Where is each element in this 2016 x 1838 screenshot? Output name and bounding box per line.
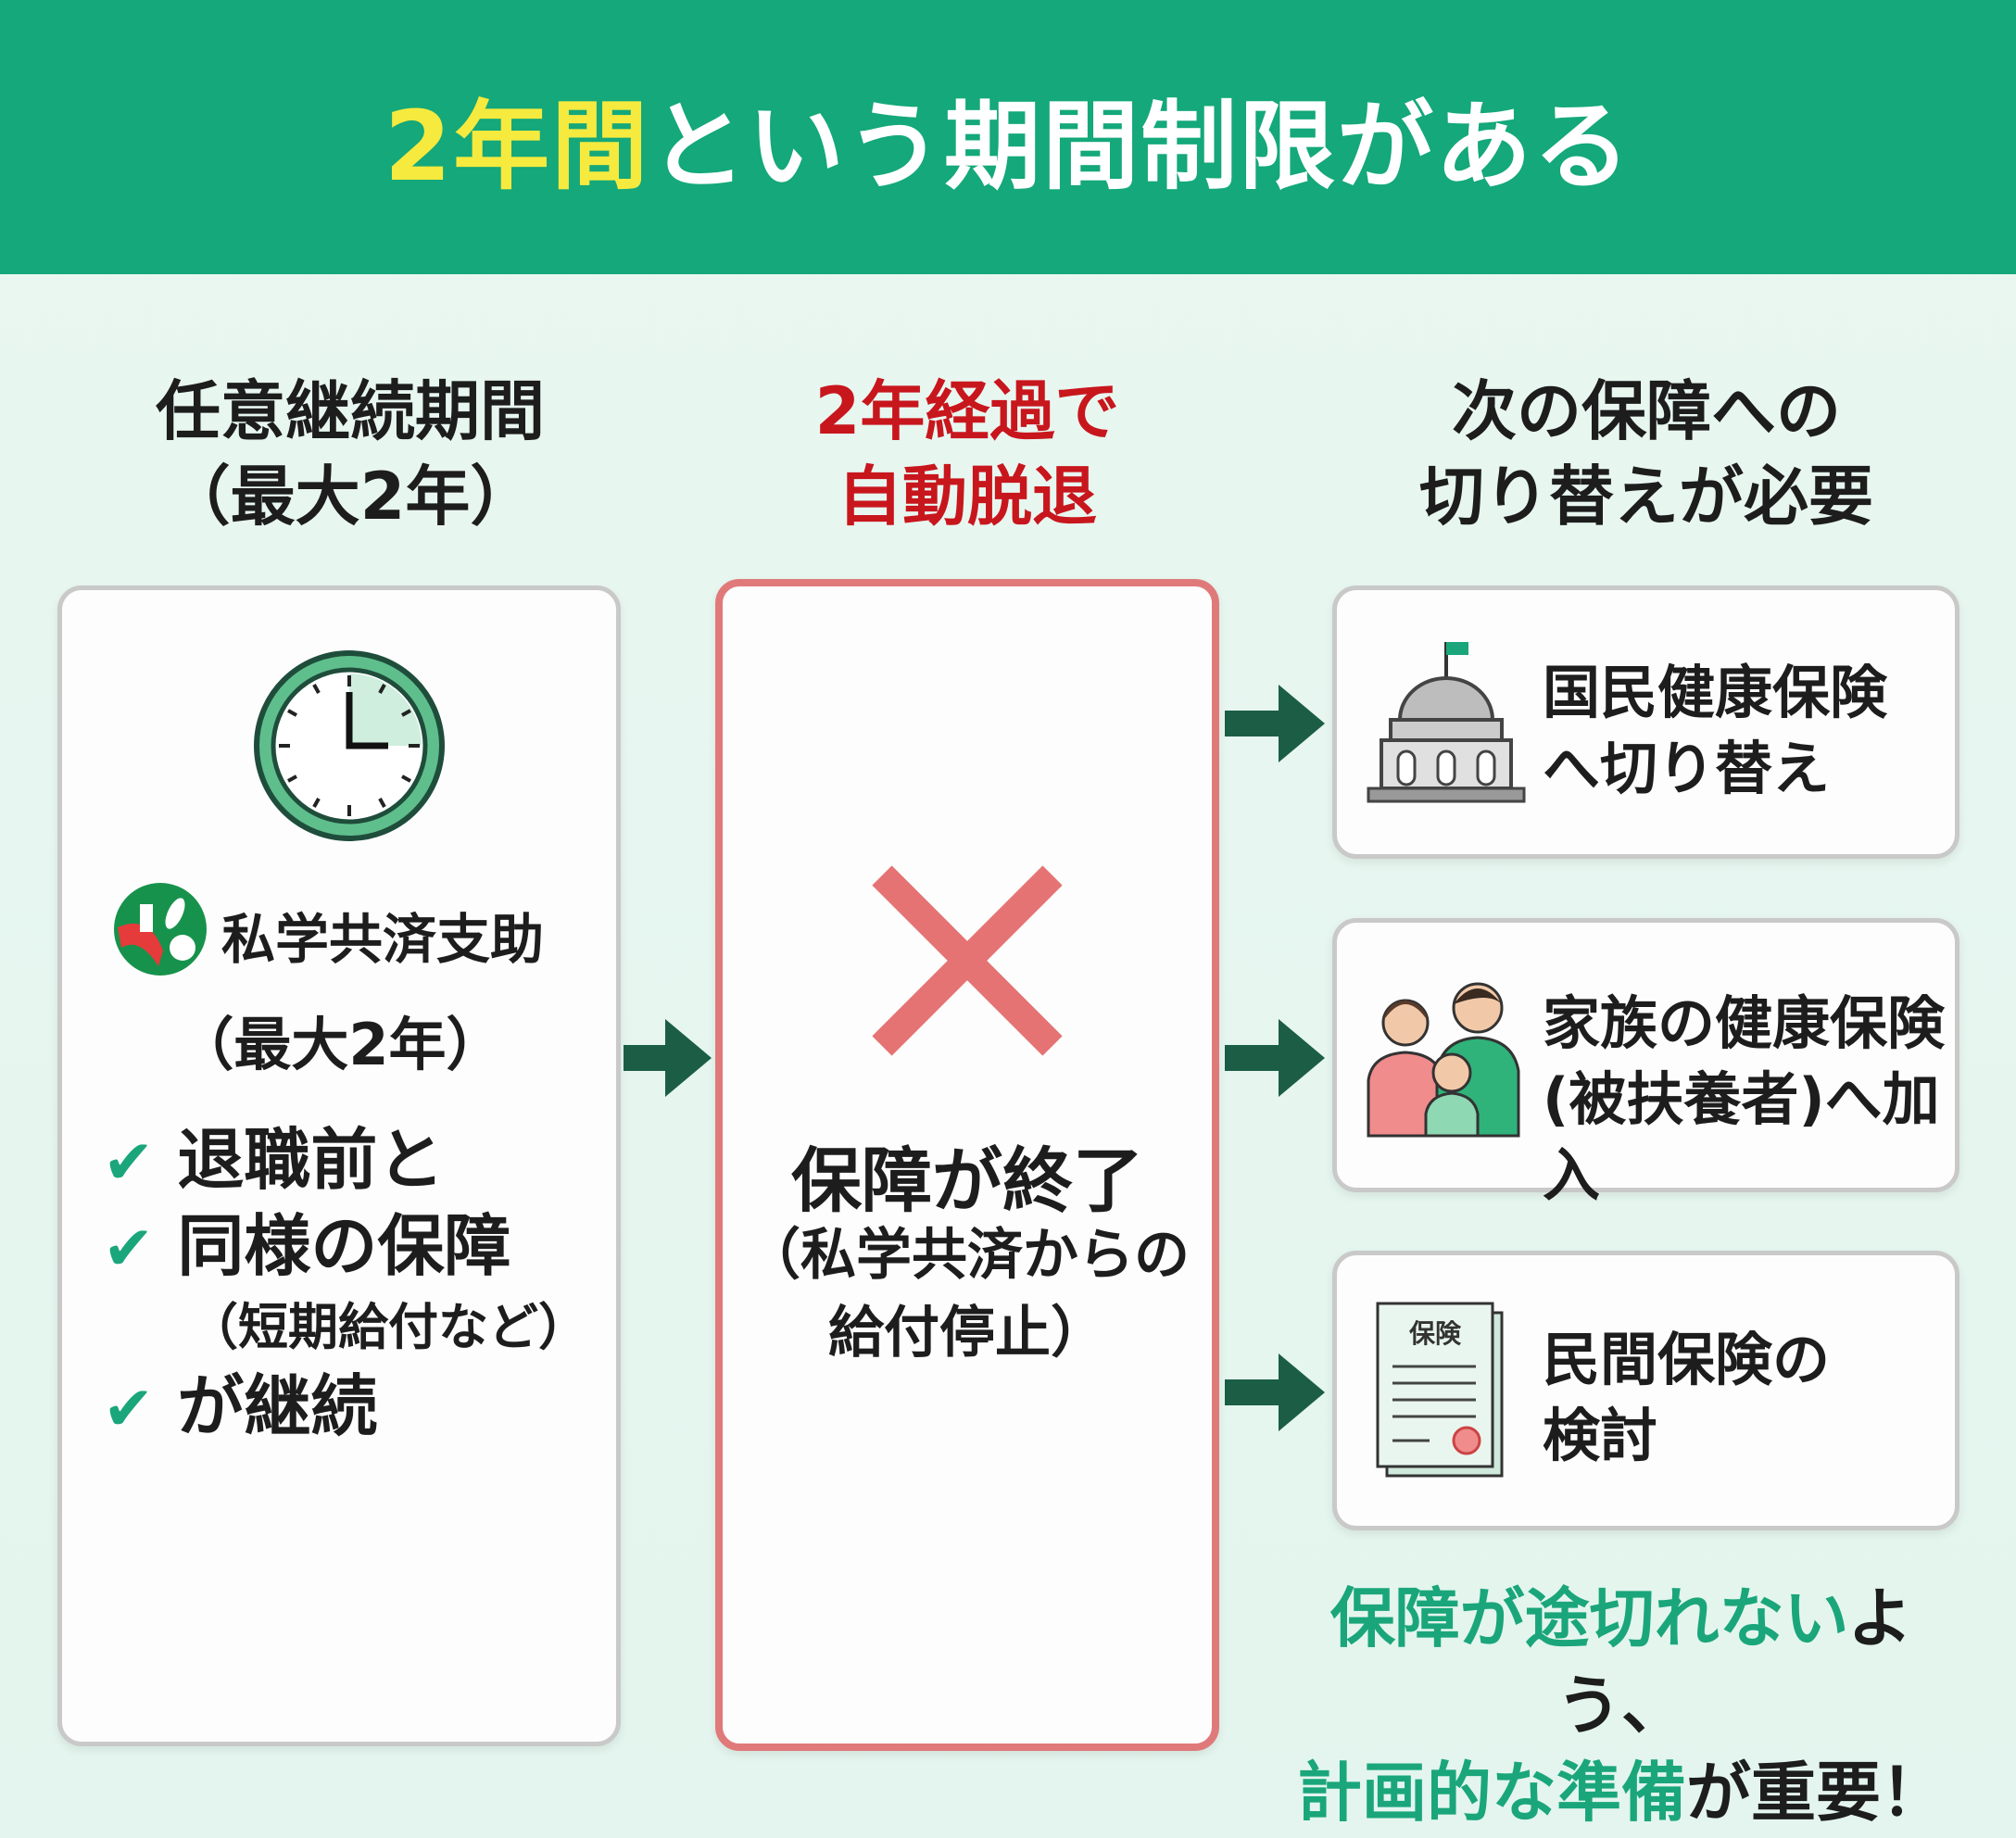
svg-text:保険: 保険	[1409, 1318, 1462, 1349]
arrow-right-icon	[624, 1019, 712, 1097]
org-name: 私学共済支助	[221, 908, 545, 971]
continuation-period-box: 私学共済支助 （最大2年） ✔ 退職前と ✔ 同様の保障 （短期給付など） ✔ …	[57, 585, 621, 1746]
arrow-right-icon	[1225, 685, 1325, 762]
clock-icon	[254, 650, 445, 841]
middle-column-heading: 2年経過で自動脱退	[814, 373, 1120, 535]
option-national-health-insurance: 国民健康保険へ切り替え	[1332, 585, 1959, 859]
check-item: ✔ 同様の保障	[103, 1207, 511, 1285]
arrow-right-icon	[1225, 1353, 1325, 1431]
auto-withdrawal-box: 保障が終了 （私学共済からの給付停止）	[715, 579, 1219, 1751]
right-column-heading: 次の保障への切り替えが必要	[1419, 373, 1873, 535]
option-private-insurance: 保険 民間保険の検討	[1332, 1251, 1959, 1530]
check-item: ✔ 退職前と	[103, 1121, 445, 1199]
check-note: （短期給付など）	[188, 1298, 588, 1356]
org-period: （最大2年）	[176, 1011, 504, 1078]
x-mark-icon	[872, 865, 1063, 1056]
option-label: 民間保険の検討	[1543, 1326, 1831, 1469]
check-item: ✔ が継続	[103, 1367, 378, 1445]
check-icon: ✔	[103, 1213, 155, 1284]
check-icon: ✔	[103, 1127, 155, 1198]
shigaku-kyosai-logo	[114, 883, 207, 976]
page-title: 2年間という期間制限がある	[0, 0, 2016, 274]
government-building-icon	[1367, 642, 1526, 803]
coverage-end-note: （私学共済からの給付停止）	[745, 1223, 1190, 1366]
option-label: 国民健康保険へ切り替え	[1543, 659, 1888, 802]
insurance-document-icon: 保険	[1376, 1302, 1504, 1478]
check-icon: ✔	[103, 1373, 155, 1444]
option-label: 家族の健康保険(被扶養者)へ加入	[1543, 989, 1946, 1209]
left-column-heading: 任意継続期間（最大2年）	[156, 373, 545, 535]
arrow-right-icon	[1225, 1019, 1325, 1097]
conclusion-message: 保障が途切れないよう、 計画的な準備が重要！	[1297, 1580, 1946, 1831]
coverage-checklist: ✔ 退職前と ✔ 同様の保障 （短期給付など） ✔ が継続	[103, 1118, 588, 1451]
family-icon	[1367, 982, 1520, 1138]
coverage-end-title: 保障が終了	[791, 1139, 1143, 1222]
option-family-health-insurance: 家族の健康保険(被扶養者)へ加入	[1332, 918, 1959, 1209]
